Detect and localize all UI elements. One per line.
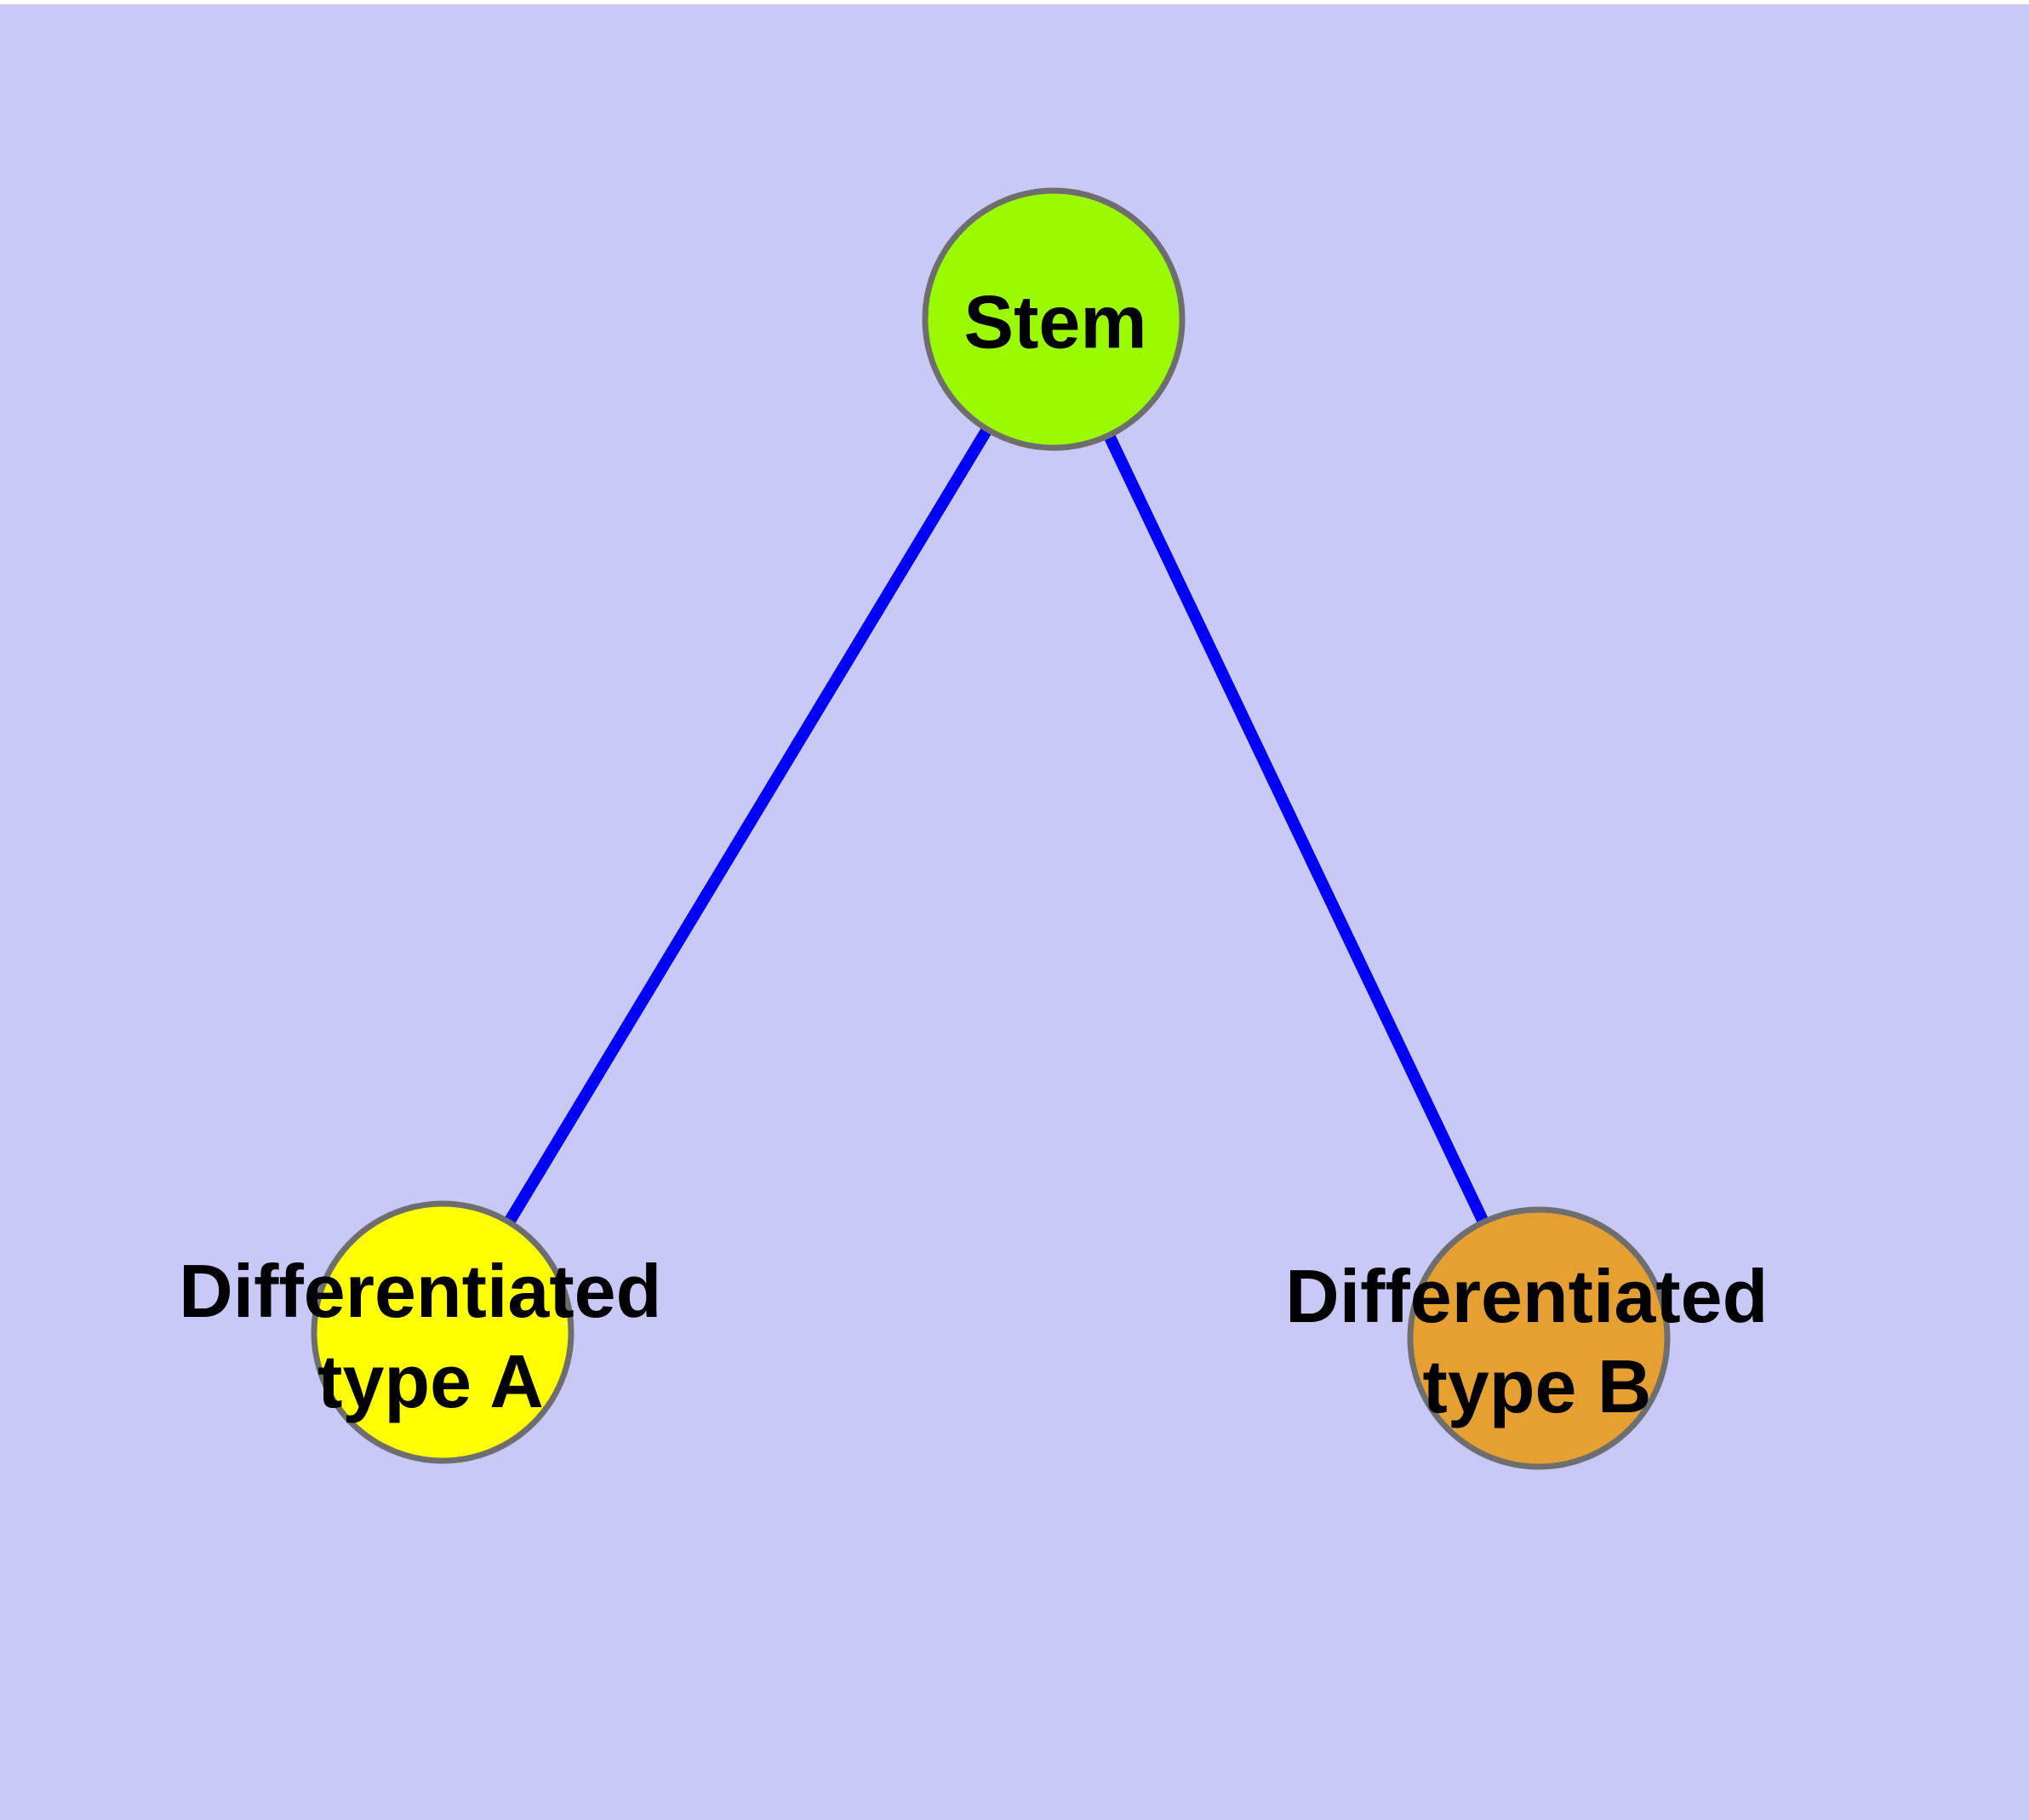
node-differentiated-type-a[interactable] [311, 1200, 574, 1464]
node-stem[interactable] [922, 187, 1186, 451]
edge-stem-to-type-b [1048, 316, 1545, 1342]
node-type-a-label: Differentiated type A [179, 1249, 683, 1423]
edge-stem-to-type-a [437, 316, 1059, 1336]
node-type-b-label-line2: type B [1423, 1344, 1652, 1428]
node-layer [311, 187, 1671, 1470]
node-type-b-label: Differentiated type B [1285, 1254, 1789, 1428]
label-layer: Stem Differentiated type A Differentiate… [179, 280, 1789, 1428]
node-type-a-label-line1: Differentiated [179, 1249, 661, 1333]
top-margin-strip [0, 0, 2029, 4]
edge-layer [437, 316, 1545, 1342]
node-stem-label: Stem [963, 280, 1146, 364]
node-differentiated-type-b[interactable] [1407, 1206, 1671, 1470]
node-type-b-label-line1: Differentiated [1285, 1254, 1768, 1338]
node-type-a-label-line2: type A [317, 1339, 544, 1423]
